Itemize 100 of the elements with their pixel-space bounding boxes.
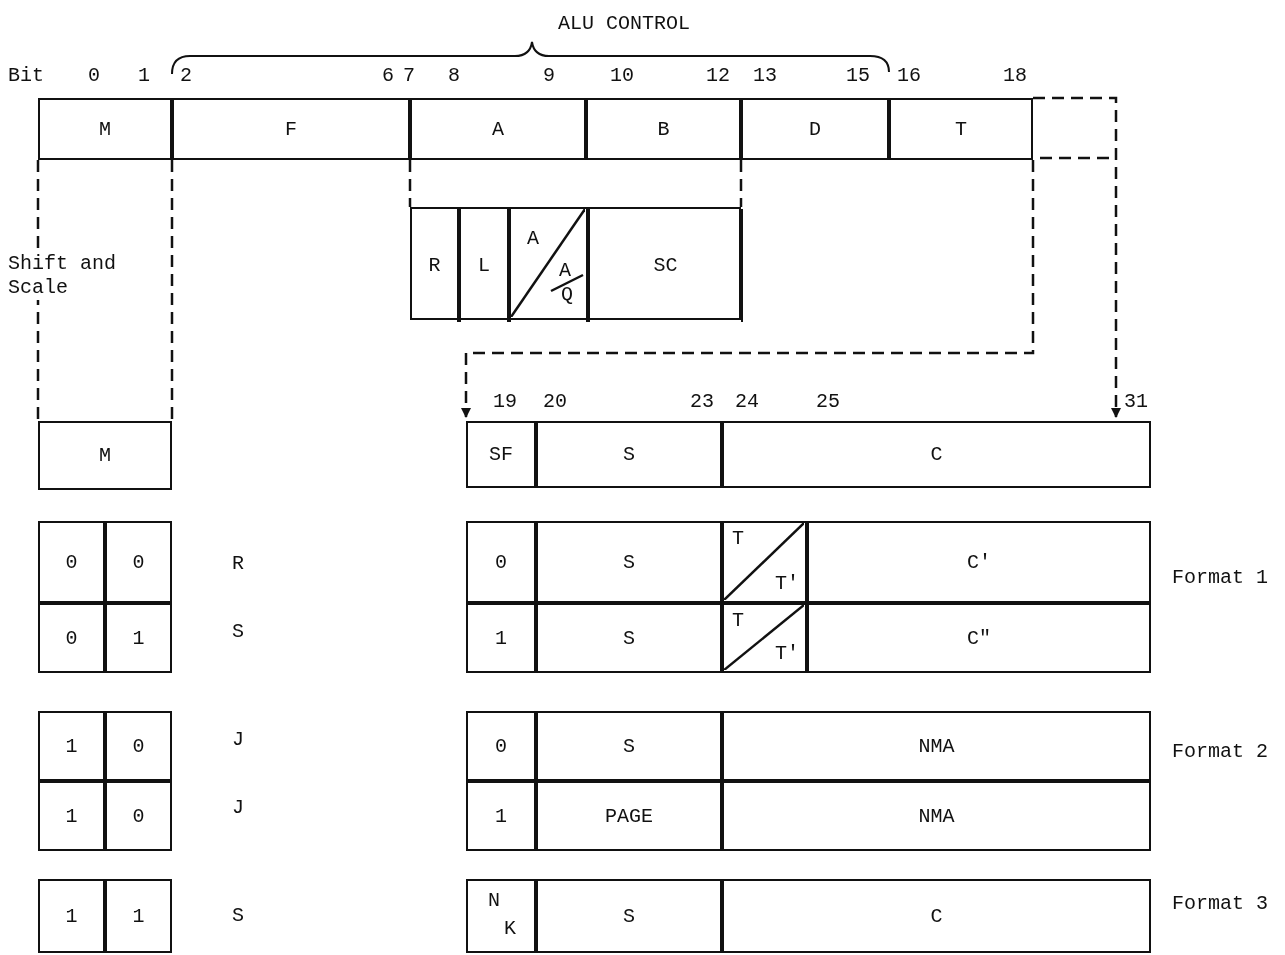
field-cell xyxy=(536,521,722,603)
field-label: A xyxy=(492,117,504,141)
field-label: R xyxy=(428,254,441,277)
field-cell xyxy=(466,781,536,851)
field-label: M xyxy=(99,117,111,141)
field-group-box xyxy=(410,207,741,320)
field-cell xyxy=(588,209,743,322)
field-cell xyxy=(586,98,741,160)
bit-number: 6 xyxy=(382,64,394,88)
field-label: T' xyxy=(775,642,799,665)
field-cell xyxy=(466,879,536,953)
field-label: T xyxy=(732,609,744,632)
field-label: C xyxy=(930,443,943,466)
field-label: SC xyxy=(653,254,678,277)
field-label: 0 xyxy=(132,734,145,758)
field-cell xyxy=(466,521,536,603)
field-cell xyxy=(536,781,722,851)
bit-number: 13 xyxy=(753,64,777,88)
field-label: B xyxy=(657,117,670,141)
format-label: Format 1 xyxy=(1171,566,1269,590)
format-label: Format 2 xyxy=(1171,740,1269,764)
field-cell xyxy=(38,603,105,673)
bit-number: 15 xyxy=(846,64,870,88)
field-label: A xyxy=(559,259,571,282)
field-cell xyxy=(807,521,1151,603)
field-cell xyxy=(459,209,509,322)
field-label: PAGE xyxy=(605,804,653,828)
field-label: 1 xyxy=(65,734,78,758)
field-label: 0 xyxy=(132,550,145,574)
field-cell xyxy=(105,879,172,953)
field-cell xyxy=(38,879,105,953)
bit-number: 2 xyxy=(180,64,192,88)
field-cell xyxy=(172,98,410,160)
field-label: 1 xyxy=(132,904,145,928)
field-note: R xyxy=(232,552,244,576)
field-cell xyxy=(722,711,1151,781)
field-label: 0 xyxy=(495,734,507,758)
field-label: 0 xyxy=(65,626,78,650)
field-label: K xyxy=(504,917,516,940)
field-cell xyxy=(410,98,586,160)
field-cell xyxy=(38,781,105,851)
dashed-line xyxy=(408,160,412,207)
dashed-line xyxy=(739,160,743,207)
field-label: S xyxy=(623,626,635,650)
format-label: Format 3 xyxy=(1171,892,1269,916)
bit-number: 25 xyxy=(816,390,840,414)
bit-number: 16 xyxy=(897,64,921,88)
field-label: C" xyxy=(967,626,991,650)
field-label: 0 xyxy=(495,550,507,574)
bit-number: 18 xyxy=(1003,64,1027,88)
field-label: S xyxy=(623,734,635,758)
field-label: S xyxy=(623,904,635,928)
dashed-arrow xyxy=(1033,96,1121,418)
bit-number: 1 xyxy=(138,64,150,88)
field-label: S xyxy=(623,443,635,466)
field-label: 1 xyxy=(495,626,507,650)
field-label: N xyxy=(488,889,500,912)
field-note: J xyxy=(232,796,244,820)
field-label: 1 xyxy=(495,804,507,828)
field-label: 0 xyxy=(132,804,145,828)
field-label: M xyxy=(99,444,111,467)
field-label: T xyxy=(732,527,744,550)
field-cell xyxy=(38,711,105,781)
field-label: 0 xyxy=(65,550,78,574)
field-label: C' xyxy=(967,550,991,574)
field-label: 1 xyxy=(65,904,78,928)
bit-number: Bit xyxy=(8,64,44,88)
field-cell xyxy=(536,421,722,488)
bit-number: 8 xyxy=(448,64,460,88)
dashed-line xyxy=(170,160,174,421)
field-cell xyxy=(38,421,172,490)
field-cell xyxy=(722,781,1151,851)
field-cell xyxy=(466,421,536,488)
field-cell xyxy=(536,879,722,953)
field-cell xyxy=(38,98,172,160)
field-cell xyxy=(466,603,536,673)
field-label: A xyxy=(527,227,539,250)
bit-number: 23 xyxy=(690,390,714,414)
field-label: L xyxy=(478,254,490,277)
field-label: Q xyxy=(561,283,573,306)
field-label: F xyxy=(285,117,297,141)
bit-number: 7 xyxy=(403,64,415,88)
field-cell xyxy=(105,711,172,781)
bit-number: 24 xyxy=(735,390,759,414)
field-cell xyxy=(536,603,722,673)
field-label: NMA xyxy=(918,734,955,758)
field-note: S xyxy=(232,904,244,928)
field-label: D xyxy=(809,117,821,141)
bit-number: 31 xyxy=(1124,390,1148,414)
field-label: S xyxy=(623,550,635,574)
field-label: NMA xyxy=(918,804,955,828)
field-cell xyxy=(536,711,722,781)
field-cell xyxy=(105,603,172,673)
field-label: T' xyxy=(775,572,799,595)
bit-number: 19 xyxy=(493,390,517,414)
field-cell xyxy=(466,711,536,781)
field-cell xyxy=(722,421,1151,488)
field-label: 1 xyxy=(132,626,145,650)
bit-number: 12 xyxy=(706,64,730,88)
bit-number: 10 xyxy=(610,64,634,88)
